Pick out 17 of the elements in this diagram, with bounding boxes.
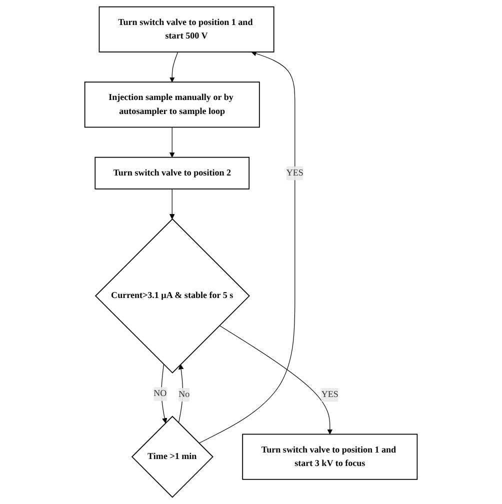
arrow [198,51,296,444]
arrow [161,364,168,424]
edge-label: No [178,390,190,400]
arrow [169,126,175,158]
node-box: Turn switch valve to position 2 [94,156,250,190]
node-diamond: Current>3.1 µA & stable for 5 s [94,218,250,374]
arrow [219,325,333,434]
edge-label: YES [286,168,304,178]
edge-label: YES [321,390,338,400]
node-box: Turn switch valve to position 1 and start 3 kV to focus [242,434,418,480]
edge-label: NO [154,388,167,399]
arrow [178,364,184,424]
node-box: Injection sample manually or by autosampler to sample loop [84,82,260,128]
arrow [169,52,178,82]
arrow [169,188,175,220]
node-box: Turn switch valve to position 1 and start 500 V [98,6,274,52]
node-diamond: Time >1 min [131,416,214,498]
